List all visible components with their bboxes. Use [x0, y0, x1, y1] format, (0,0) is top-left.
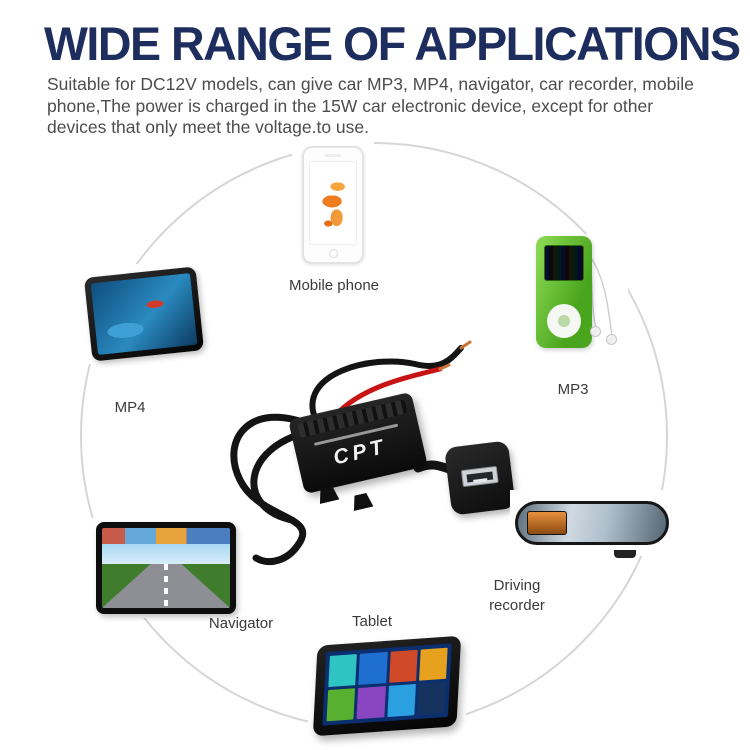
metro-tile — [388, 649, 418, 683]
mp3-image — [532, 234, 628, 368]
mp3-wheel-center — [558, 315, 570, 327]
mp4-image — [82, 264, 206, 364]
page-title: WIDE RANGE OF APPLICATIONS — [44, 17, 741, 70]
navigator-status-bar — [102, 528, 230, 544]
navigator-image — [92, 518, 240, 618]
mp3-body — [536, 236, 592, 348]
label-navigator: Navigator — [208, 615, 274, 632]
phone-speaker — [325, 154, 341, 157]
black-wire-up — [309, 345, 464, 421]
mp3-click-wheel — [547, 304, 581, 338]
black-wire-stripped-tip — [459, 340, 472, 350]
metro-tile — [417, 681, 446, 715]
navigator-asphalt — [102, 564, 230, 608]
navigator-sky — [102, 544, 230, 564]
tablet-metro-screen — [322, 643, 452, 726]
mobile-phone-body — [302, 146, 364, 264]
driving-recorder-image — [510, 490, 674, 558]
metro-tile — [328, 654, 358, 688]
page-description: Suitable for DC12V models, can give car … — [47, 74, 694, 138]
navigator-screen — [102, 528, 230, 608]
label-driving-recorder: Driving recorder — [489, 577, 545, 615]
navigator-body — [96, 522, 236, 614]
usb-slot — [466, 471, 494, 483]
navigator-road — [102, 564, 230, 608]
red-wire-stripped-tip — [438, 363, 451, 371]
black-cable-loop-2 — [250, 428, 312, 524]
usb-tongue — [473, 478, 488, 483]
usb-port — [460, 465, 499, 488]
tablet-image — [308, 634, 466, 738]
mp3-screen — [544, 245, 584, 281]
label-mobile-phone: Mobile phone — [288, 277, 380, 294]
earbud-right — [606, 334, 617, 345]
metro-tile — [356, 686, 386, 720]
mirror-screen — [527, 511, 567, 535]
phone-screen-goldfish — [309, 161, 357, 245]
label-tablet: Tablet — [351, 613, 393, 630]
label-mp4: MP4 — [114, 399, 146, 416]
navigator-lane-markings — [164, 564, 168, 608]
label-mp3: MP3 — [557, 381, 589, 398]
mirror-mount — [614, 550, 636, 558]
phone-home-button — [328, 249, 338, 258]
usb-female-adapter-image — [444, 440, 516, 516]
metro-tile — [418, 647, 448, 681]
tablet-body — [312, 635, 462, 737]
metro-tile — [386, 683, 416, 718]
mobile-phone-image — [292, 142, 374, 268]
metro-tile — [326, 688, 356, 722]
earbud-left — [590, 326, 601, 337]
metro-tile — [358, 651, 388, 685]
mirror-body — [515, 501, 669, 558]
